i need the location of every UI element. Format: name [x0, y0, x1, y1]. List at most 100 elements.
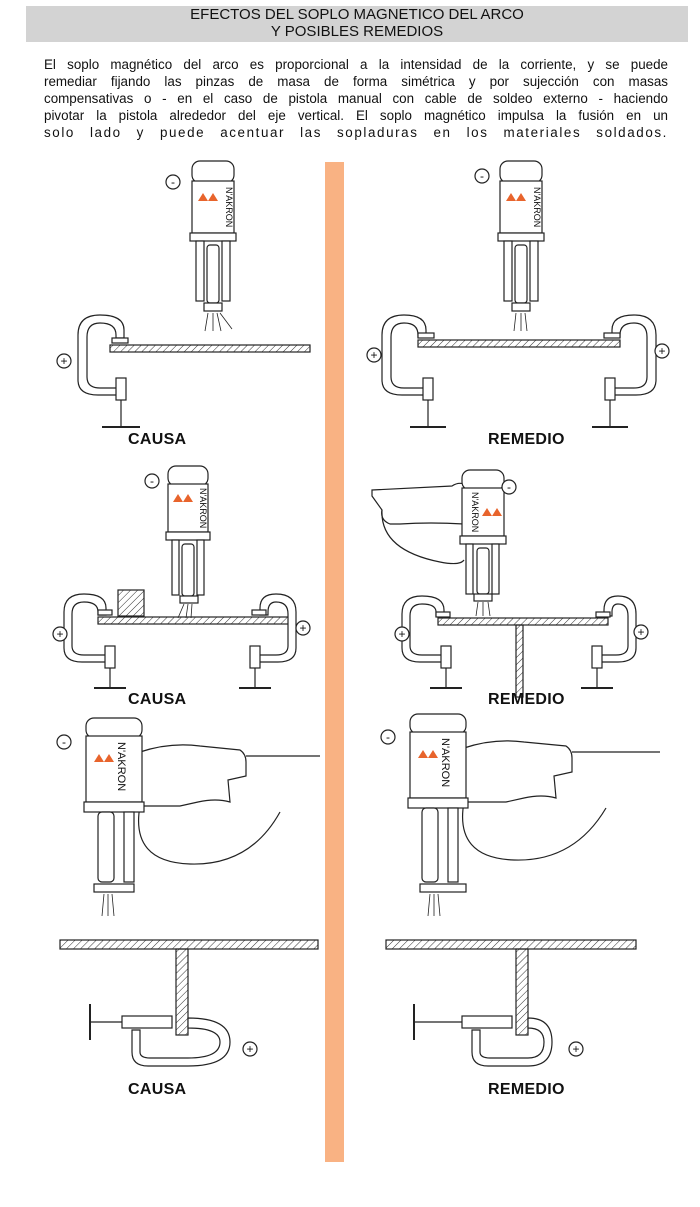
intro-line: pivotar la pistola alrededor del eje ver… — [44, 108, 668, 123]
torch-collar — [407, 797, 469, 809]
clamp-jaw — [111, 337, 129, 344]
workpiece-plate — [109, 344, 311, 353]
label-causa: CAUSA — [128, 1081, 187, 1098]
cable — [381, 509, 465, 565]
intro-line: El soplo magnético del arco es proporcio… — [44, 57, 668, 72]
diagram-svg: - N'AKRON + — [56, 717, 320, 1067]
compensating-mass — [117, 589, 145, 617]
minus-sign-circle — [165, 174, 181, 190]
torch-rod — [171, 539, 180, 596]
clamp-jaw — [595, 611, 611, 618]
diagram-svg: N'AKRON - + + — [371, 469, 649, 698]
arc-sparks — [427, 893, 441, 917]
intro-line: remediar fijando las pinzas de masa de f… — [44, 74, 668, 89]
minus-sign: - — [386, 730, 390, 744]
plus-sign: + — [370, 348, 377, 362]
diagram-svg: - N'AKRON + — [56, 160, 311, 428]
diagram-row3-causa: - N'AKRON + CAUSA — [20, 712, 330, 1112]
arc-sparks — [101, 893, 115, 917]
minus-sign-circle — [56, 734, 72, 750]
torch-barrel — [421, 807, 439, 883]
plus-sign: + — [56, 627, 63, 641]
brand-logo-icon — [482, 508, 502, 516]
plus-sign: + — [246, 1042, 253, 1056]
cable — [462, 801, 607, 861]
workpiece-web — [175, 948, 189, 1036]
torch-tip — [179, 595, 199, 604]
plus-sign: + — [299, 621, 306, 635]
torch-collar — [83, 801, 145, 813]
clamp-jaw — [435, 611, 451, 618]
brand-logo-icon — [173, 494, 193, 502]
minus-sign: - — [62, 735, 66, 749]
brand-text: N'AKRON — [439, 738, 451, 787]
torch-rod — [195, 240, 205, 302]
plus-sign-circle — [295, 620, 311, 636]
label-remedio: REMEDIO — [488, 691, 565, 708]
diagram-svg: - N'AKRON + + — [366, 160, 670, 428]
minus-sign-circle — [380, 729, 396, 745]
torch-head — [499, 160, 543, 184]
torch-barrel — [206, 244, 220, 304]
center-divider — [325, 162, 344, 1162]
torch-collar — [189, 232, 237, 242]
clamp-jaw — [417, 332, 435, 339]
clamp-screw-handle — [422, 377, 434, 401]
torch-rod — [491, 543, 500, 595]
clamp-screw-handle — [104, 645, 116, 669]
plus-sign-circle — [56, 353, 72, 369]
torch-rod — [465, 543, 474, 595]
plus-sign-circle — [366, 347, 382, 363]
torch-tip — [511, 302, 531, 312]
arc-sparks — [177, 603, 193, 619]
minus-sign: - — [507, 480, 511, 494]
plus-sign-circle — [654, 343, 670, 359]
torch-body — [85, 735, 143, 803]
arc-sparks — [204, 312, 233, 332]
torch-rod — [221, 240, 231, 302]
torch-head — [85, 717, 143, 739]
minus-sign-circle — [474, 168, 490, 184]
clamp-screw-handle — [440, 645, 452, 669]
brand-logo-icon — [198, 193, 218, 201]
torch-tip — [473, 593, 493, 602]
brand-text: N'AKRON — [115, 742, 127, 791]
torch-barrel — [97, 811, 115, 883]
torch-collar — [165, 531, 211, 541]
minus-sign: - — [171, 175, 175, 189]
torch-head — [167, 465, 209, 487]
title-line-1: EFECTOS DEL SOPLO MAGNETICO DEL ARCO — [190, 6, 524, 23]
workpiece-plate — [417, 339, 621, 348]
minus-sign: - — [150, 474, 154, 488]
diagram-svg: - N'AKRON + — [380, 713, 660, 1067]
plus-sign: + — [658, 344, 665, 358]
clamp-screw-handle — [249, 645, 261, 669]
torch-barrel — [181, 543, 195, 597]
brand-text: N'AKRON — [470, 492, 480, 532]
plus-sign-circle — [394, 626, 410, 642]
brand-logo-icon — [418, 750, 438, 758]
clamp-frame — [131, 1017, 231, 1067]
torch-collar — [459, 535, 507, 545]
diagram-row1-remedio: - N'AKRON + + REME — [360, 155, 670, 455]
minus-sign-circle — [501, 479, 517, 495]
minus-sign: - — [480, 169, 484, 183]
plus-sign: + — [572, 1042, 579, 1056]
workpiece-plate — [59, 939, 319, 950]
brand-text: N'AKRON — [198, 488, 208, 528]
plus-sign: + — [398, 627, 405, 641]
clamp-screw-handle — [461, 1015, 513, 1029]
plus-sign-circle — [633, 624, 649, 640]
torch-body — [191, 180, 235, 234]
diagram-row1-causa: - N'AKRON + CAUSA — [20, 155, 330, 455]
diagram-row2-remedio: N'AKRON - + + REMEDIO — [360, 460, 670, 720]
torch-collar — [497, 232, 545, 242]
torch-tip — [203, 302, 223, 312]
intro-paragraph: El soplo magnético del arco es proporcio… — [44, 56, 668, 141]
arc-sparks — [475, 601, 491, 617]
plus-sign: + — [637, 625, 644, 639]
clamp-screw-handle — [591, 645, 603, 669]
workpiece-web — [515, 624, 524, 698]
brand-text: N'AKRON — [224, 187, 234, 227]
torch-rod — [503, 240, 513, 302]
